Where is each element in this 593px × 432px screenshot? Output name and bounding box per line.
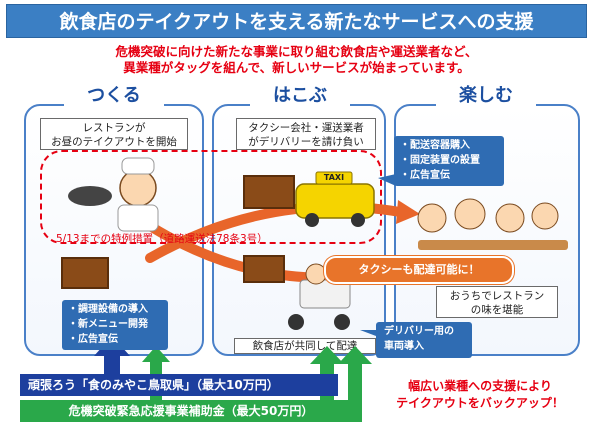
callout-pointer-delivery [360, 330, 380, 336]
page-title: 飲食店のテイクアウトを支える新たなサービスへの支援 [6, 4, 587, 38]
support-make-item-2: ・新メニュー開発 [68, 319, 148, 330]
frying-pan [68, 186, 112, 206]
chef-hat [121, 157, 155, 175]
closing-line-1: 幅広い業種への支援により [408, 379, 552, 393]
taxi-note-badge: タクシーも配達可能に！ [324, 256, 514, 284]
bento-box-taxi [243, 175, 295, 209]
panel-enjoy-desc: おうちでレストラン の味を堪能 [436, 286, 558, 318]
support-delivery-line2: 車両導入 [384, 341, 424, 352]
taxi-sign [315, 171, 353, 185]
closing-text: 幅広い業種への支援により テイクアウトをバックアップ！ [374, 378, 586, 412]
panel-enjoy-desc-line1: おうちでレストラン [449, 290, 545, 302]
chef-face [119, 169, 157, 207]
grant-arrow-left [104, 352, 120, 374]
delivery-box [299, 279, 351, 309]
panel-carry-title: はこぶ [250, 84, 350, 108]
taxi-wheel-back [351, 213, 365, 227]
panel-carry-desc-line1: タクシー会社・運送業者 [248, 122, 364, 134]
callout-pointer-enjoy [378, 174, 396, 186]
family-person-3 [495, 203, 525, 233]
panel-carry-desc-line2: がデリバリーを請け負い [248, 136, 364, 148]
grant-arrow-green-3 [348, 360, 362, 400]
closing-line-2: テイクアウトをバックアップ！ [396, 396, 564, 410]
panel-make-desc-line2: お昼のテイクアウトを開始 [51, 136, 177, 148]
grant-arrow-green-2-head [310, 346, 344, 364]
family-person-1 [417, 203, 447, 233]
support-enjoy-item-1: ・配送容器購入 [400, 140, 470, 151]
panel-make-desc: レストランが お昼のテイクアウトを開始 [40, 118, 188, 150]
support-enjoy-item-2: ・固定装置の設置 [400, 155, 480, 166]
family-person-4 [531, 202, 559, 230]
taxi-wheel-front [305, 213, 319, 227]
special-measure-text: 5/13までの特例措置（道路運送法78条3号） [56, 233, 268, 245]
panel-carry-bottom: 飲食店が共同して配達 [234, 338, 376, 354]
scooter-wheel-front [288, 314, 304, 330]
dining-table [418, 240, 568, 250]
support-delivery-line1: デリバリー用の [384, 326, 454, 337]
grant-arrow-green-1-head [142, 346, 170, 362]
bento-box-carry [243, 255, 285, 283]
intro-text: 危機突破に向けた新たな事業に取り組む飲食店や運送業者など、 異業種がタッグを組ん… [20, 44, 573, 76]
grant-prefecture: 頑張ろう「食のみやこ鳥取県」（最大10万円） [20, 374, 338, 396]
taxi-body [295, 183, 375, 219]
intro-line-2: 異業種がタッグを組んで、新しいサービスが始まっています。 [123, 60, 470, 75]
bento-box-make [61, 257, 109, 289]
chef-body [117, 204, 159, 232]
panel-carry-desc: タクシー会社・運送業者 がデリバリーを請け負い [236, 118, 376, 150]
support-make-item-3: ・広告宣伝 [68, 334, 118, 345]
panel-make-title: つくる [64, 84, 164, 108]
family-person-2 [454, 198, 486, 230]
taxi-sign-text: TAXI [323, 173, 345, 182]
support-box-enjoy: ・配送容器購入 ・固定装置の設置 ・広告宣伝 [394, 136, 504, 186]
support-enjoy-item-3: ・広告宣伝 [400, 170, 450, 181]
special-measure-region [40, 150, 382, 244]
grant-arrow-green-3-head [338, 346, 372, 364]
scooter-wheel-back [334, 314, 350, 330]
support-box-make: ・調理設備の導入 ・新メニュー開発 ・広告宣伝 [62, 300, 168, 350]
panel-make-desc-line1: レストランが [82, 122, 146, 134]
support-box-delivery: デリバリー用の 車両導入 [376, 322, 472, 358]
support-make-item-1: ・調理設備の導入 [68, 304, 148, 315]
panel-enjoy-desc-line2: の味を堪能 [470, 304, 524, 316]
intro-line-1: 危機突破に向けた新たな事業に取り組む飲食店や運送業者など、 [115, 44, 478, 59]
grant-emergency: 危機突破緊急応援事業補助金（最大50万円） [20, 400, 362, 422]
rider-face [305, 263, 327, 285]
panel-enjoy-title: 楽しむ [436, 84, 536, 108]
flow-arrow-upper-head [396, 200, 420, 224]
